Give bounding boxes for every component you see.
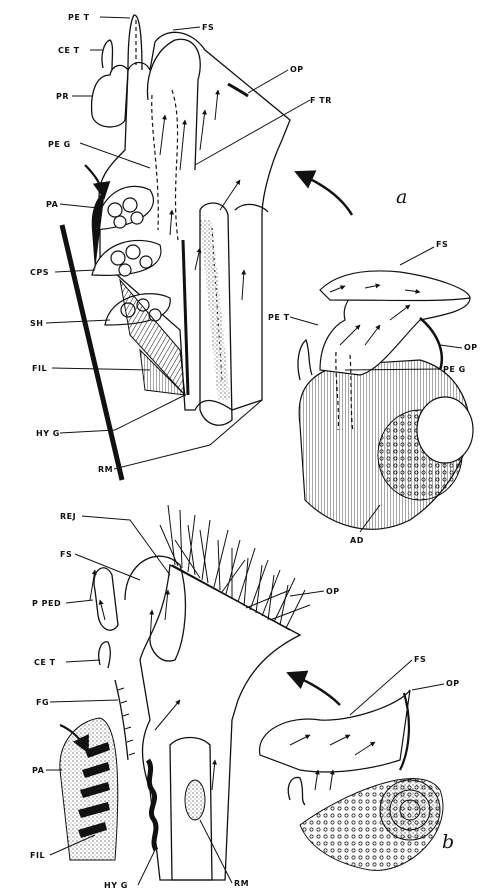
label-pr-a: PR (56, 92, 69, 101)
label-ce-t-b: CE T (34, 658, 56, 667)
penial-tentacle (128, 15, 142, 70)
hypobranchial-gland-b (148, 760, 156, 850)
label-rm-b: RM (234, 879, 249, 888)
proboscis-pr (92, 65, 128, 127)
label-cps-a: CPS (30, 268, 49, 277)
panel-a: a (62, 15, 473, 529)
label-op-b: OP (326, 587, 340, 596)
opercular-bristles (160, 505, 310, 628)
panel-b: b (60, 505, 454, 880)
operculum-a (228, 84, 248, 96)
label-fs-shell-a: FS (436, 240, 448, 249)
label-p-ped-b: P PED (32, 599, 61, 608)
propodium (94, 568, 118, 630)
label-f-tr-a: F TR (310, 96, 332, 105)
label-ce-t-a: CE T (58, 46, 80, 55)
label-rej-b: REJ (60, 512, 76, 521)
animal-body-b (140, 565, 300, 880)
cephalic-tentacle-b (99, 642, 111, 668)
shell-inset-a (298, 271, 473, 529)
label-rm-a: RM (98, 465, 113, 474)
panel-letter-a: a (396, 186, 407, 208)
label-pa-a: PA (46, 200, 59, 209)
label-op-shell-b: OP (446, 679, 460, 688)
label-op-a: OP (290, 65, 304, 74)
cephalic-tentacle (102, 40, 113, 70)
label-hy-g-a: HY G (36, 429, 60, 438)
label-fg-b: FG (36, 698, 49, 707)
food-string-b (125, 556, 185, 661)
label-ad-a: AD (350, 536, 364, 545)
panel-letter-b: b (442, 831, 454, 853)
label-fs-a: FS (202, 23, 214, 32)
label-pe-t-a: PE T (68, 13, 90, 22)
shell-inset-b (260, 690, 443, 870)
label-pe-g-shell-a: PE G (443, 365, 466, 374)
label-fs-b: FS (60, 550, 72, 559)
label-fs-shell-b: FS (414, 655, 426, 664)
label-pe-g-a: PE G (48, 140, 71, 149)
label-pa-b: PA (32, 766, 45, 775)
food-string-a (147, 39, 200, 170)
label-op-shell-a: OP (464, 343, 478, 352)
label-hy-g-b: HY G (104, 881, 128, 890)
label-pe-t-shell-a: PE T (268, 313, 290, 322)
label-sh-a: SH (30, 319, 43, 328)
label-fil-b: FIL (30, 851, 45, 860)
label-fil-a: FIL (32, 364, 47, 373)
